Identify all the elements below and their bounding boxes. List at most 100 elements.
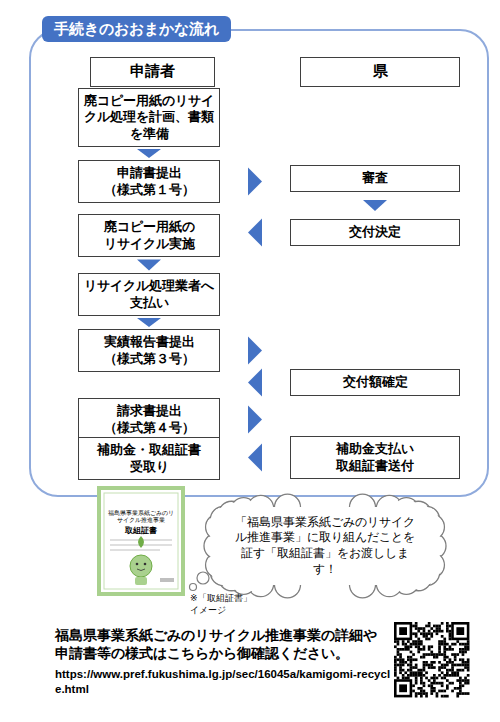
- qr-module: [451, 682, 454, 685]
- qr-module: [423, 645, 426, 648]
- qr-module: [456, 671, 459, 674]
- qr-module: [412, 632, 415, 635]
- qr-module: [438, 651, 441, 654]
- qr-module: [420, 648, 423, 651]
- qr-module: [436, 692, 439, 695]
- qr-module: [417, 627, 420, 630]
- qr-module: [423, 648, 426, 651]
- qr-module: [430, 692, 433, 695]
- qr-module: [451, 674, 454, 677]
- qr-module: [446, 669, 449, 672]
- qr-module: [459, 679, 462, 682]
- qr-module: [436, 653, 439, 656]
- qr-module: [428, 684, 431, 687]
- qr-module: [412, 643, 415, 646]
- qr-module: [423, 630, 426, 633]
- qr-module: [456, 664, 459, 667]
- qr-module: [462, 692, 465, 695]
- qr-module: [397, 653, 400, 656]
- qr-module: [443, 653, 446, 656]
- bubble-tail: [190, 572, 210, 591]
- qr-module: [464, 643, 467, 646]
- qr-module: [454, 674, 457, 677]
- qr-module: [430, 645, 433, 648]
- flow-arrow: [137, 318, 161, 327]
- qr-module: [430, 632, 433, 635]
- flow-arrow: [248, 406, 262, 434]
- qr-module: [415, 632, 418, 635]
- header-box: 申請者: [90, 57, 215, 87]
- qr-module: [397, 625, 410, 638]
- flow-arrow: [248, 444, 262, 472]
- qr-module: [415, 677, 418, 680]
- qr-module: [430, 627, 433, 630]
- qr-module: [462, 648, 465, 651]
- qr-module: [412, 671, 415, 674]
- qr-module: [436, 677, 439, 680]
- qr-module: [417, 643, 420, 646]
- qr-module: [407, 658, 410, 661]
- qr-module: [451, 648, 454, 651]
- qr-module: [436, 682, 439, 685]
- box-text: 請求書提出 （様式第４号）: [84, 403, 214, 436]
- qr-module: [428, 622, 431, 625]
- qr-module: [446, 661, 449, 664]
- qr-module: [467, 666, 470, 669]
- qr-module: [438, 653, 441, 656]
- process-box: 請求書提出 （様式第４号）: [78, 398, 220, 441]
- qr-module: [410, 671, 413, 674]
- qr-module: [397, 640, 400, 643]
- qr-module: [467, 658, 470, 661]
- qr-module: [459, 658, 462, 661]
- process-box: 実績報告書提出 （様式第３号）: [78, 329, 220, 372]
- qr-module: [420, 677, 423, 680]
- qr-module: [436, 625, 439, 628]
- qr-module: [467, 648, 470, 651]
- qr-module: [392, 620, 471, 699]
- qr-module: [433, 630, 436, 633]
- qr-module: [415, 682, 418, 685]
- qr-module: [441, 666, 444, 669]
- qr-module: [417, 692, 420, 695]
- qr-module: [459, 690, 462, 693]
- qr-module: [441, 653, 444, 656]
- qr-module: [428, 638, 431, 641]
- qr-module: [433, 674, 436, 677]
- qr-module: [420, 640, 423, 643]
- qr-module: [454, 656, 457, 659]
- qr-module: [428, 625, 431, 628]
- qr-module: [402, 677, 405, 680]
- qr-module: [407, 645, 410, 648]
- qr-module: [423, 627, 426, 630]
- qr-module: [423, 669, 426, 672]
- qr-module: [443, 658, 446, 661]
- qr-module: [462, 651, 465, 654]
- box-text: 実績報告書提出 （様式第３号）: [84, 334, 214, 367]
- box-text: 交付決定: [296, 224, 454, 240]
- qr-module: [423, 635, 426, 638]
- qr-module: [454, 653, 457, 656]
- qr-module: [410, 651, 413, 654]
- qr-module: [441, 635, 444, 638]
- qr-module: [394, 679, 412, 697]
- qr-module: [410, 645, 413, 648]
- qr-module: [412, 653, 415, 656]
- qr-module: [410, 666, 413, 669]
- qr-module: [449, 648, 452, 651]
- qr-module: [467, 682, 470, 685]
- qr-module: [446, 622, 449, 625]
- qr-module: [443, 648, 446, 651]
- title-tab: 手続きのおおまかな流れ: [42, 16, 231, 42]
- box-text: 廃コピー用紙のリサイクル処理を計画、書類を準備: [84, 93, 214, 142]
- cloud-core: [217, 507, 433, 585]
- qr-module: [464, 648, 467, 651]
- qr-module: [425, 695, 428, 698]
- qr-module: [415, 674, 418, 677]
- qr-module: [443, 645, 446, 648]
- qr-module: [443, 643, 446, 646]
- flow-arrow: [137, 260, 161, 271]
- qr-module: [441, 671, 444, 674]
- qr-module: [462, 684, 465, 687]
- qr-module: [425, 638, 428, 641]
- qr-module: [410, 674, 413, 677]
